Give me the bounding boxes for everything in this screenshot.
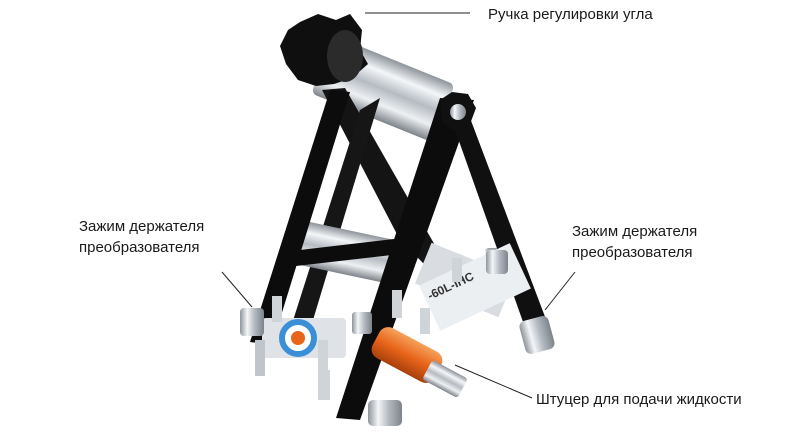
thumbscrew-icon[interactable] [352,312,372,334]
label-clamp-right-line1: Зажим держателя [572,223,698,240]
leader-clamp-left [221,271,253,308]
label-clamp-left-line2: преобразователя [79,239,200,256]
label-fitting: Штуцер для подачи жидкости [536,391,742,408]
thumbscrew-icon[interactable] [486,250,508,274]
label-clamp-left: Зажим держателя преобразователя [79,216,204,258]
thumbscrew-icon[interactable] [368,400,402,426]
small-fittings [255,258,462,400]
leader-clamp-right [544,271,576,311]
transducer-housing-left [262,318,346,358]
knob-icon[interactable] [280,14,368,86]
leader-fitting [454,364,533,399]
thumbscrew-icon[interactable] [518,315,556,356]
label-clamp-left-line1: Зажим держателя [79,218,205,235]
thumbscrew-icon[interactable] [240,308,264,336]
label-clamp-right: Зажим держателя преобразователя [572,221,697,263]
label-angle-knob: Ручка регулировки угла [488,6,653,23]
label-clamp-right-line2: преобразователя [572,244,693,261]
top-hex-nut [440,92,476,130]
fluid-fitting-icon[interactable] [368,324,468,399]
